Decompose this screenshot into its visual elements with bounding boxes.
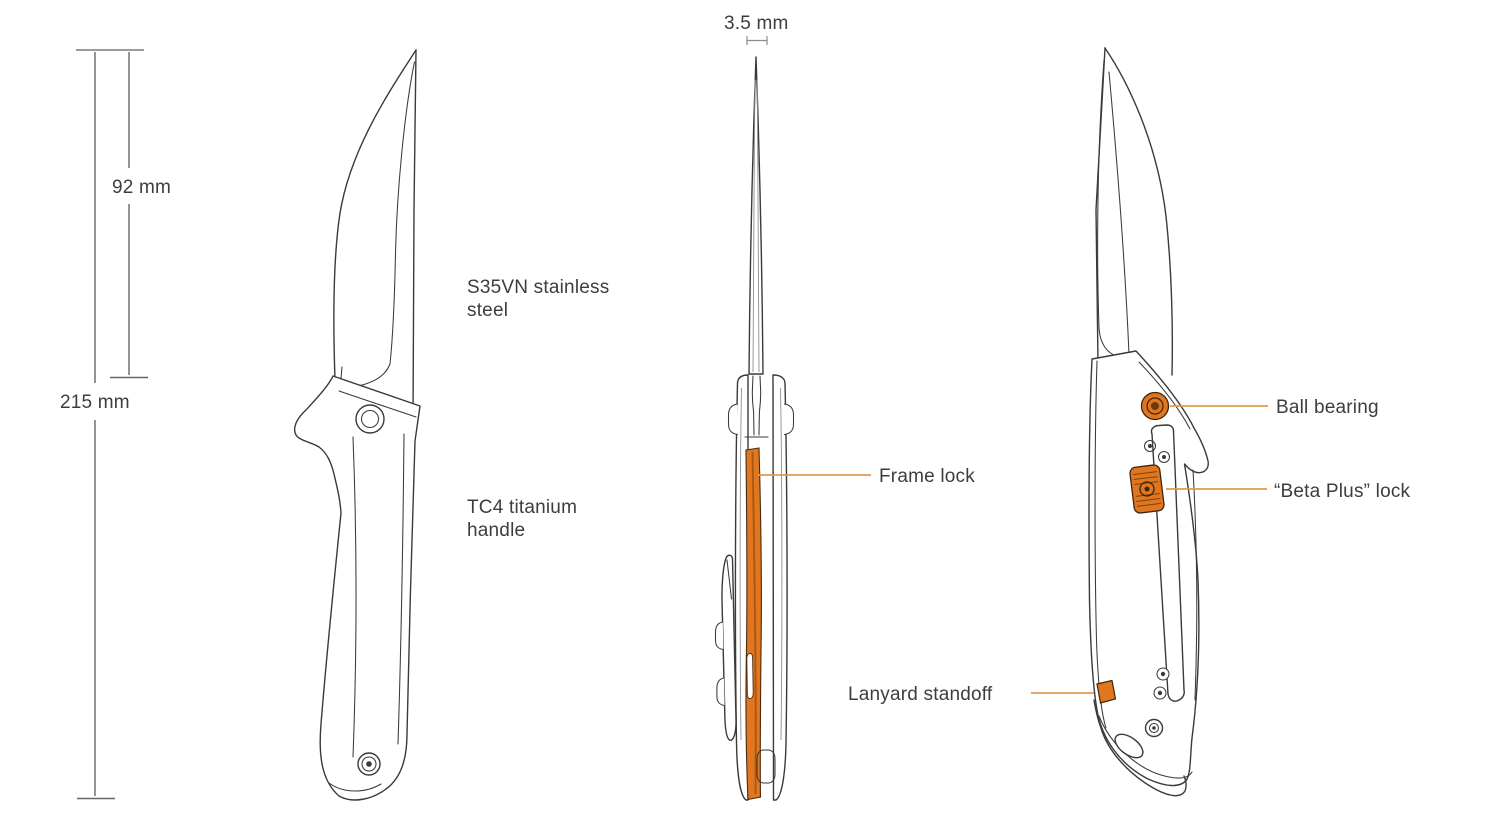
- backspacer-line: [1192, 469, 1198, 701]
- blade-length-dimension-label: 92 mm: [112, 177, 172, 198]
- blade-edge-view: [748, 56, 764, 375]
- blade-lock-side: [1095, 47, 1174, 376]
- swedge-line: [389, 61, 416, 365]
- thickness-dimension-bracket: [746, 36, 768, 45]
- clip-screw: [1153, 686, 1167, 700]
- edge-view-drawing: [714, 56, 795, 801]
- beta-plus-lock-highlight: [1129, 464, 1165, 514]
- butt-screw: [1144, 718, 1164, 738]
- blade-material-label: S35VN stainless steel: [467, 277, 610, 321]
- ball-bearing-callout-label: Ball bearing: [1276, 397, 1379, 418]
- overall-length-dimension-label: 215 mm: [60, 392, 130, 413]
- pivot-screw: [355, 404, 385, 434]
- butt-inner-curve: [1098, 715, 1193, 779]
- lanyard-slot: [1114, 733, 1144, 759]
- overall-length-dimension-line: [77, 52, 115, 800]
- handle-material-label: TC4 titanium handle: [467, 497, 578, 541]
- grind-line: [1108, 71, 1130, 355]
- frame-lock-highlight: [745, 447, 762, 801]
- butt-lower-fin: [1093, 699, 1187, 797]
- standoff-edge-view: [756, 749, 776, 784]
- blade-thickness-dimension-label: 3.5 mm: [724, 13, 789, 34]
- blade-side-view: [333, 49, 417, 424]
- blade-tang-lines: [751, 375, 762, 436]
- leader-lines: [758, 405, 1268, 694]
- bolster-line: [1138, 361, 1191, 430]
- lanyard-standoff-callout-label: Lanyard standoff: [848, 684, 993, 705]
- frame-lock-callout-label: Frame lock: [879, 466, 975, 487]
- dimension-lines: [76, 36, 768, 800]
- scale-seam-line: [352, 436, 357, 758]
- lanyard-standoff-highlight: [1096, 679, 1117, 704]
- side-view-drawing: [293, 49, 421, 801]
- handle-screw: [1143, 439, 1157, 453]
- handle-edge-view: [714, 374, 795, 801]
- handle-side-view: [293, 375, 421, 801]
- butt-chamfer-line: [328, 782, 382, 792]
- edge-chamfer-line: [397, 433, 405, 745]
- ball-bearing-highlight: [1140, 391, 1170, 421]
- clip-screw: [1156, 667, 1170, 681]
- handle-lock-side: [1088, 350, 1209, 797]
- pivot-bump-right: [783, 403, 795, 436]
- pocket-clip-edge-view: [714, 554, 737, 741]
- lock-side-view-drawing: [1088, 47, 1209, 797]
- swedge-line: [1097, 59, 1119, 358]
- pivot-bump-left: [727, 403, 739, 436]
- beta-plus-lock-callout-label: “Beta Plus” lock: [1274, 481, 1411, 502]
- handle-screw: [1157, 450, 1171, 464]
- blade-length-dimension-line: [110, 52, 148, 379]
- bolster-line: [338, 390, 417, 418]
- handle-screw: [357, 752, 381, 776]
